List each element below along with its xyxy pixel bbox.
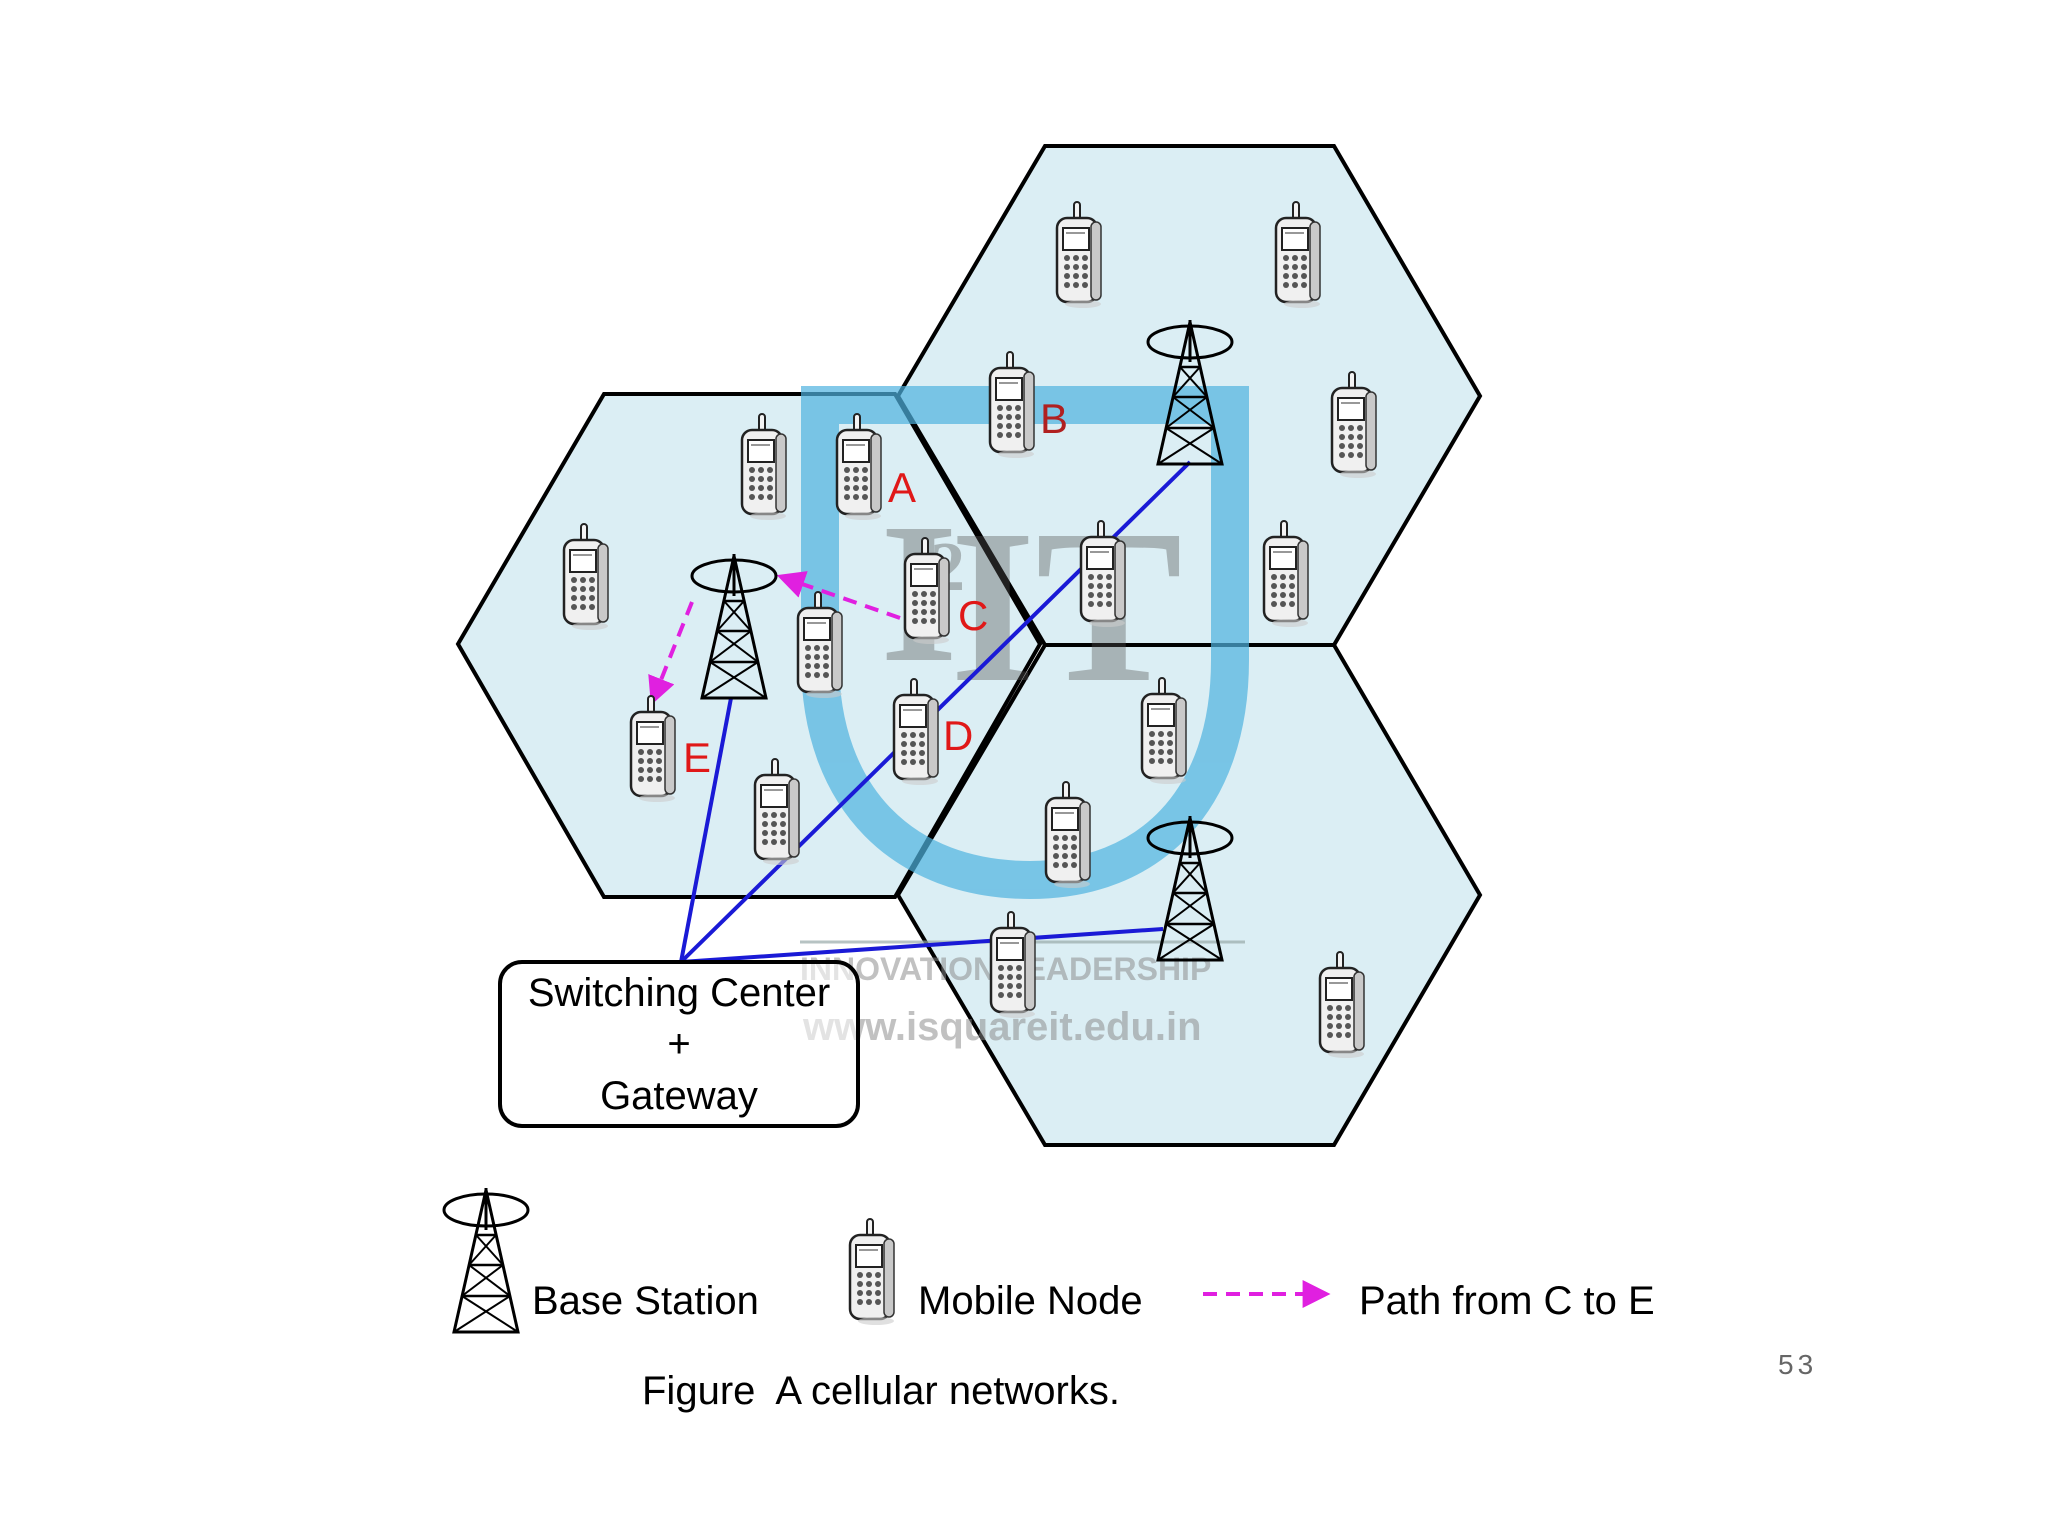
legend-mobile-node-icon (848, 1217, 896, 1327)
legend-path-label: Path from C to E (1359, 1279, 1655, 1323)
switching-center-line3: Gateway (600, 1074, 758, 1118)
watermark-logo: I IT 2 INNOVATION LEADERSHIP www.isquare… (800, 386, 1249, 1049)
switching-center: Switching Center + Gateway (498, 960, 860, 1128)
label-d: D (943, 712, 973, 759)
legend: Base Station Mobile Node Path from C to … (442, 1186, 1655, 1334)
label-a: A (888, 464, 916, 511)
legend-base-station-label: Base Station (532, 1279, 759, 1323)
page-number: 53 (1778, 1349, 1817, 1380)
switching-center-line1: Switching Center (528, 971, 830, 1015)
legend-base-station-icon (442, 1186, 530, 1334)
svg-text:IT: IT (950, 484, 1182, 728)
label-c: C (958, 592, 988, 639)
label-e: E (683, 734, 711, 781)
legend-mobile-node-label: Mobile Node (918, 1279, 1143, 1323)
label-b: B (1040, 395, 1068, 442)
path-c-to-e (648, 571, 901, 706)
switching-center-line2: + (667, 1022, 690, 1066)
figure-caption: Figure A cellular networks. (642, 1369, 1120, 1413)
